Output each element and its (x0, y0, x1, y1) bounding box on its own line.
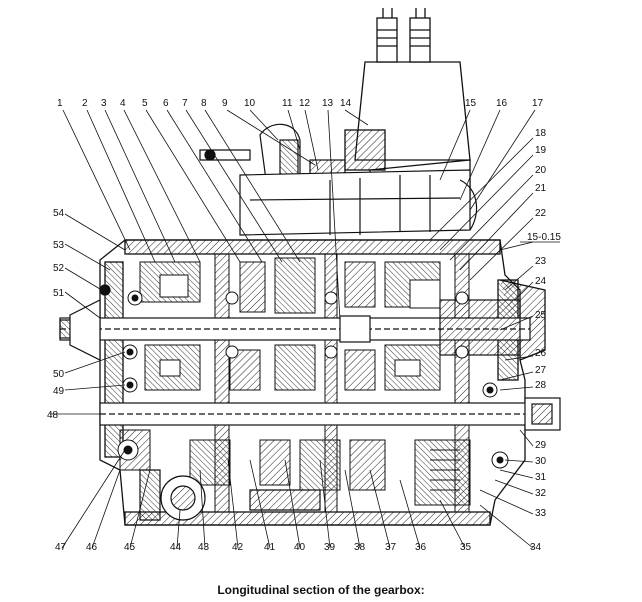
callout-26: 26 (535, 348, 547, 359)
callout-51: 51 (53, 288, 65, 299)
callout-7: 7 (182, 98, 188, 109)
callout-52: 52 (53, 263, 65, 274)
callout-41: 41 (264, 542, 276, 553)
callout-14: 14 (340, 98, 352, 109)
callout-38: 38 (354, 542, 366, 553)
callout-37: 37 (385, 542, 397, 553)
callout-24: 24 (535, 276, 547, 287)
countershaft (99, 397, 561, 431)
callout-49: 49 (53, 386, 65, 397)
callout-28: 28 (535, 380, 547, 391)
callout-2: 2 (82, 98, 88, 109)
callout-32: 32 (535, 488, 547, 499)
upper-gears (139, 257, 441, 314)
callout-23: 23 (535, 256, 547, 267)
callout-19: 19 (535, 145, 547, 156)
callout-4: 4 (120, 98, 126, 109)
callout-3: 3 (101, 98, 107, 109)
callout-labels: 1 2 3 4 5 6 7 8 9 10 11 12 13 14 15 16 1… (47, 98, 561, 553)
callout-11: 11 (282, 98, 293, 109)
callout-45: 45 (124, 542, 136, 553)
callout-31: 31 (535, 472, 547, 483)
bearings (117, 290, 509, 469)
middle-gears (144, 344, 441, 391)
callout-10: 10 (244, 98, 256, 109)
callout-42: 42 (232, 542, 244, 553)
callout-9: 9 (222, 98, 228, 109)
callout-36: 36 (415, 542, 427, 553)
callout-53: 53 (53, 240, 65, 251)
callout-21: 21 (535, 183, 547, 194)
callout-12: 12 (299, 98, 311, 109)
callout-39: 39 (324, 542, 336, 553)
callout-16: 16 (496, 98, 508, 109)
callout-40: 40 (294, 542, 306, 553)
callout-47: 47 (55, 542, 67, 553)
callout-43: 43 (198, 542, 210, 553)
input-flange (69, 284, 111, 361)
callout-17: 17 (532, 98, 544, 109)
callout-44: 44 (170, 542, 182, 553)
callout-20: 20 (535, 165, 547, 176)
callout-6: 6 (163, 98, 169, 109)
callout-29: 29 (535, 440, 547, 451)
callout-27: 27 (535, 365, 547, 376)
callout-8: 8 (201, 98, 207, 109)
callout-1: 1 (57, 98, 63, 109)
diagram-caption: Longitudinal section of the gearbox: (217, 583, 425, 597)
bottom-features (139, 469, 321, 521)
callout-25: 25 (535, 310, 547, 321)
callout-34: 34 (530, 542, 542, 553)
callout-15: 15 (465, 98, 477, 109)
callout-18: 18 (535, 128, 547, 139)
gearbox-section-diagram: 1 2 3 4 5 6 7 8 9 10 11 12 13 14 15 16 1… (47, 8, 561, 553)
callout-46: 46 (86, 542, 98, 553)
callout-5: 5 (142, 98, 148, 109)
tolerance-note: 15-0.15 (527, 232, 561, 243)
callout-30: 30 (535, 456, 547, 467)
callout-54: 54 (53, 208, 65, 219)
main-shaft (59, 299, 531, 356)
callout-33: 33 (535, 508, 547, 519)
callout-50: 50 (53, 369, 65, 380)
leader-lines (50, 109, 560, 549)
callout-48: 48 (47, 410, 59, 421)
callout-13: 13 (322, 98, 334, 109)
lower-gears (119, 429, 471, 506)
callout-22: 22 (535, 208, 547, 219)
callout-35: 35 (460, 542, 472, 553)
